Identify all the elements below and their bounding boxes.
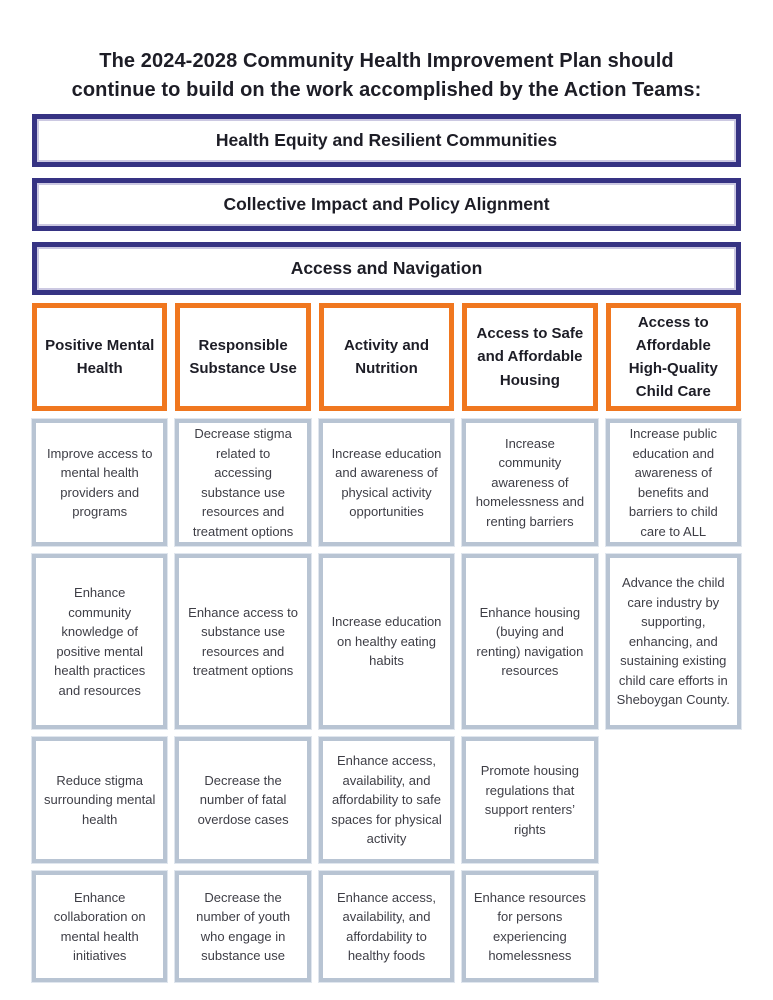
column-header-label: Positive Mental Health: [45, 336, 155, 377]
item-box: Advance the child care industry by suppo…: [605, 554, 741, 729]
page-title: The 2024-2028 Community Health Improveme…: [71, 50, 702, 101]
item-box: Reduce stigma surrounding mental health: [32, 737, 168, 863]
column-header-label: Access to Affordable High-Quality Child …: [628, 313, 718, 401]
column-header-activity-nutrition: Activity and Nutrition: [318, 303, 455, 411]
item-box: Decrease the number of fatal overdose ca…: [175, 737, 311, 863]
item-box: Improve access to mental health provider…: [32, 419, 168, 546]
column-header-label: Responsible Substance Use: [189, 336, 297, 377]
item-text: Enhance access, availability, and afford…: [336, 889, 436, 964]
item-text: Enhance resources for persons experienci…: [473, 889, 586, 964]
item-text: Enhance housing (buying and renting) nav…: [476, 604, 584, 679]
item-text: Increase community awareness of homeless…: [475, 435, 585, 529]
column-header-safe-affordable-housing: Access to Safe and Affordable Housing: [462, 303, 598, 411]
item-text: Enhance collaboration on mental health i…: [53, 889, 146, 964]
column-header-label: Activity and Nutrition: [343, 336, 429, 377]
item-box: Increase education on healthy eating hab…: [318, 554, 455, 729]
item-text: Increase education and awareness of phys…: [331, 445, 442, 520]
item-text: Improve access to mental health provider…: [46, 445, 153, 520]
item-box: Increase public education and awareness …: [605, 419, 741, 546]
item-box: Enhance housing (buying and renting) nav…: [462, 554, 598, 729]
item-box: Promote housing regulations that support…: [462, 737, 598, 863]
item-text: Increase education on healthy eating hab…: [331, 614, 442, 669]
item-box: Enhance collaboration on mental health i…: [32, 871, 168, 982]
item-text: Decrease the number of youth who engage …: [196, 889, 291, 964]
banner-access-navigation: Access and Navigation: [32, 242, 741, 295]
item-box: Enhance community knowledge of positive …: [32, 554, 168, 729]
item-text: Increase public education and awareness …: [628, 426, 718, 539]
item-text: Reduce stigma surrounding mental health: [44, 772, 156, 827]
banner-label: Access and Navigation: [290, 258, 483, 278]
column-header-child-care: Access to Affordable High-Quality Child …: [605, 303, 741, 411]
item-box: Increase community awareness of homeless…: [462, 419, 598, 546]
column-header-label: Access to Safe and Affordable Housing: [476, 325, 584, 389]
item-box: Decrease stigma related to accessing sub…: [175, 419, 311, 546]
item-box: Decrease the number of youth who engage …: [175, 871, 311, 982]
banner-label: Health Equity and Resilient Communities: [215, 130, 558, 150]
banner-label: Collective Impact and Policy Alignment: [223, 194, 550, 214]
action-team-grid: Positive Mental Health Responsible Subst…: [32, 303, 741, 982]
column-header-positive-mental-health: Positive Mental Health: [32, 303, 168, 411]
item-text: Enhance access to substance use resource…: [188, 604, 299, 679]
item-box: Enhance access, availability, and afford…: [318, 871, 455, 982]
column-header-responsible-substance-use: Responsible Substance Use: [175, 303, 311, 411]
item-text: Decrease stigma related to accessing sub…: [192, 426, 294, 539]
item-text: Enhance community knowledge of positive …: [54, 585, 146, 698]
item-box: Enhance resources for persons experienci…: [462, 871, 598, 982]
banner-list: Health Equity and Resilient Communities …: [32, 114, 741, 295]
item-text: Advance the child care industry by suppo…: [616, 575, 730, 708]
item-text: Enhance access, availability, and afford…: [331, 753, 442, 847]
item-text: Decrease the number of fatal overdose ca…: [197, 772, 289, 827]
banner-health-equity: Health Equity and Resilient Communities: [32, 114, 741, 167]
item-box: Enhance access, availability, and afford…: [318, 737, 455, 863]
item-box: Enhance access to substance use resource…: [175, 554, 311, 729]
banner-collective-impact: Collective Impact and Policy Alignment: [32, 178, 741, 231]
item-box: Increase education and awareness of phys…: [318, 419, 455, 546]
item-text: Promote housing regulations that support…: [480, 763, 580, 837]
